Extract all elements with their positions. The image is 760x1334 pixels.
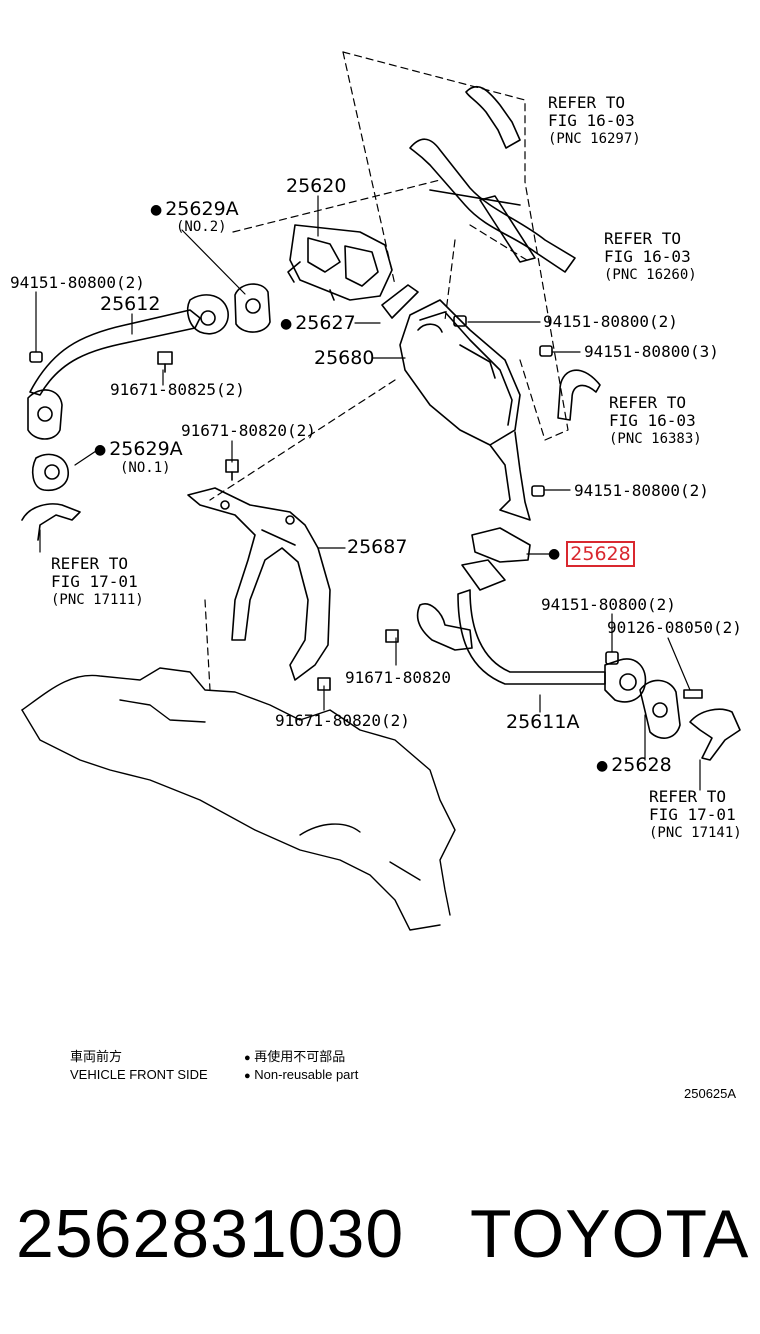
- leader-lines: [35, 195, 701, 791]
- dashed-guides: [204, 51, 569, 691]
- label-94151-low: 94151-80800(2): [541, 595, 676, 614]
- refer-pnc: (PNC 17111): [51, 591, 144, 608]
- part-number: 2562831030: [16, 1196, 405, 1272]
- gasket-25628-upper: [471, 527, 531, 563]
- label-25612: 25612: [100, 293, 161, 315]
- label-25611a: 25611A: [506, 711, 580, 733]
- brand-name: TOYOTA: [470, 1196, 750, 1272]
- label-25680: 25680: [314, 347, 375, 369]
- legend-vehicle-front: 車両前方 VEHICLE FRONT SIDE: [70, 1048, 208, 1083]
- label-91671-80825: 91671-80825(2): [110, 380, 245, 399]
- refer-pnc: (PNC 16260): [604, 266, 697, 283]
- refer-fig-16-03-pnc-16260: REFER TO FIG 16-03 (PNC 16260): [604, 229, 697, 283]
- label-25687: 25687: [347, 536, 408, 558]
- gasket-25628-lower: [639, 679, 681, 739]
- engine-block-outline: [21, 667, 456, 931]
- egr-cooler: [399, 299, 531, 521]
- label-91671-80820-top: 91671-80820(2): [181, 421, 316, 440]
- legend-front-cn: 車両前方: [70, 1049, 123, 1064]
- egr-pipe-25612: [27, 283, 271, 440]
- label-94151-left: 94151-80800(2): [10, 273, 145, 292]
- label-90126-08050: 90126-08050(2): [607, 618, 742, 637]
- refer-line1: REFER TO: [609, 393, 687, 412]
- refer-line2: FIG 17-01: [51, 572, 138, 592]
- refer-line1: REFER TO: [604, 229, 682, 248]
- refer-line2: FIG 16-03: [548, 111, 635, 131]
- refer-line1: REFER TO: [649, 787, 727, 806]
- refer-pnc: (PNC 16297): [548, 130, 641, 147]
- legend-nonreuse-en: Non-reusable part: [254, 1066, 359, 1082]
- label-25620: 25620: [286, 175, 347, 197]
- label-25629a-no2-sub: (NO.2): [176, 219, 227, 235]
- refer-line1: REFER TO: [51, 554, 129, 573]
- label-94151-right: 94151-80800(2): [543, 312, 678, 331]
- egr-system-diagram: [21, 51, 741, 931]
- label-91671-80820-bottom: 91671-80820(2): [275, 711, 410, 730]
- label-25627: 25627: [280, 314, 355, 333]
- egr-valve: [287, 224, 393, 301]
- right-bracket: [689, 708, 741, 761]
- legend-nonreuse-cn: 再使用不可部品: [254, 1049, 346, 1064]
- nuts: [29, 315, 703, 699]
- left-bracket: [21, 503, 81, 541]
- bracket-25687: [187, 487, 331, 681]
- label-25628-highlight-wrap: ● 25628: [548, 541, 635, 567]
- refer-line1: REFER TO: [548, 93, 626, 112]
- label-25629a-no2: 25629A: [150, 200, 238, 219]
- refer-line2: FIG 17-01: [649, 805, 736, 825]
- label-91671-80820: 91671-80820: [345, 668, 451, 687]
- diagram-code: 250625A: [684, 1086, 737, 1101]
- refer-pnc: (PNC 16383): [609, 430, 702, 447]
- refer-line2: FIG 16-03: [609, 411, 696, 431]
- label-94151-mid: 94151-80800(2): [574, 481, 709, 500]
- refer-fig-16-03-pnc-16297: REFER TO FIG 16-03 (PNC 16297): [548, 93, 641, 147]
- label-25629a-no1-sub: (NO.1): [120, 460, 171, 476]
- bolts: [157, 351, 399, 691]
- gasket-25627: [381, 284, 419, 319]
- refer-fig-17-01-pnc-17111: REFER TO FIG 17-01 (PNC 17111): [51, 554, 144, 608]
- refer-fig-16-03-pnc-16383: REFER TO FIG 16-03 (PNC 16383): [609, 393, 702, 447]
- legend-front-en: VEHICLE FRONT SIDE: [70, 1066, 208, 1082]
- refer-line2: FIG 16-03: [604, 247, 691, 267]
- label-25628-bottom: 25628: [596, 756, 671, 775]
- label-25628-highlighted[interactable]: 25628: [566, 541, 635, 567]
- refer-fig-17-01-pnc-17141: REFER TO FIG 17-01 (PNC 17141): [649, 787, 742, 841]
- legend-non-reusable: ● 再使用不可部品 ● Non-reusable part: [244, 1049, 359, 1082]
- label-25629a-no1: 25629A: [94, 440, 182, 459]
- refer-pnc: (PNC 17141): [649, 824, 742, 841]
- label-94151-3: 94151-80800(3): [584, 342, 719, 361]
- upper-hose: [409, 86, 601, 421]
- gasket-25629a-no1: [31, 453, 69, 492]
